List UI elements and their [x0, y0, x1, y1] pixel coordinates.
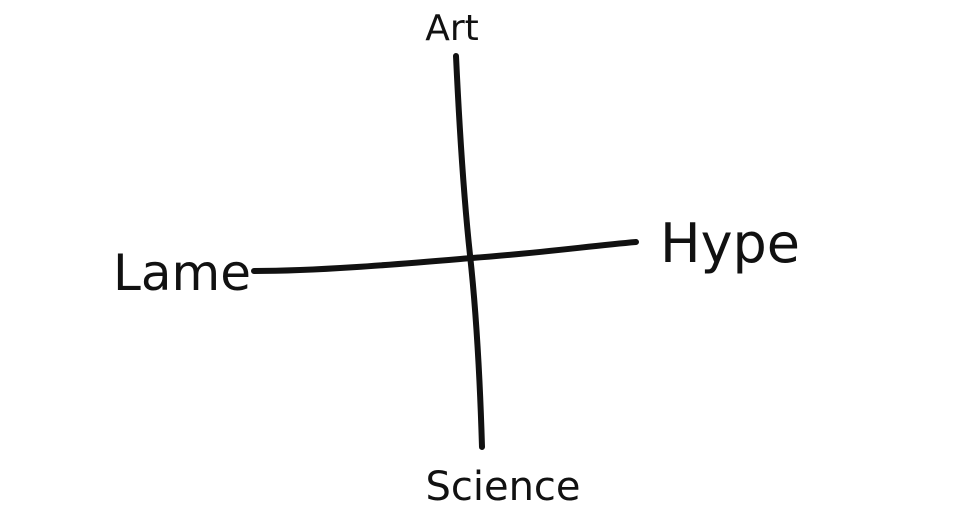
vertical-axis-line: [453, 53, 485, 450]
horizontal-axis-line: [251, 239, 639, 274]
label-left: Lame: [113, 244, 251, 302]
label-right: Hype: [660, 212, 800, 275]
label-bottom: Science: [425, 464, 580, 510]
label-top: Art: [425, 8, 479, 49]
